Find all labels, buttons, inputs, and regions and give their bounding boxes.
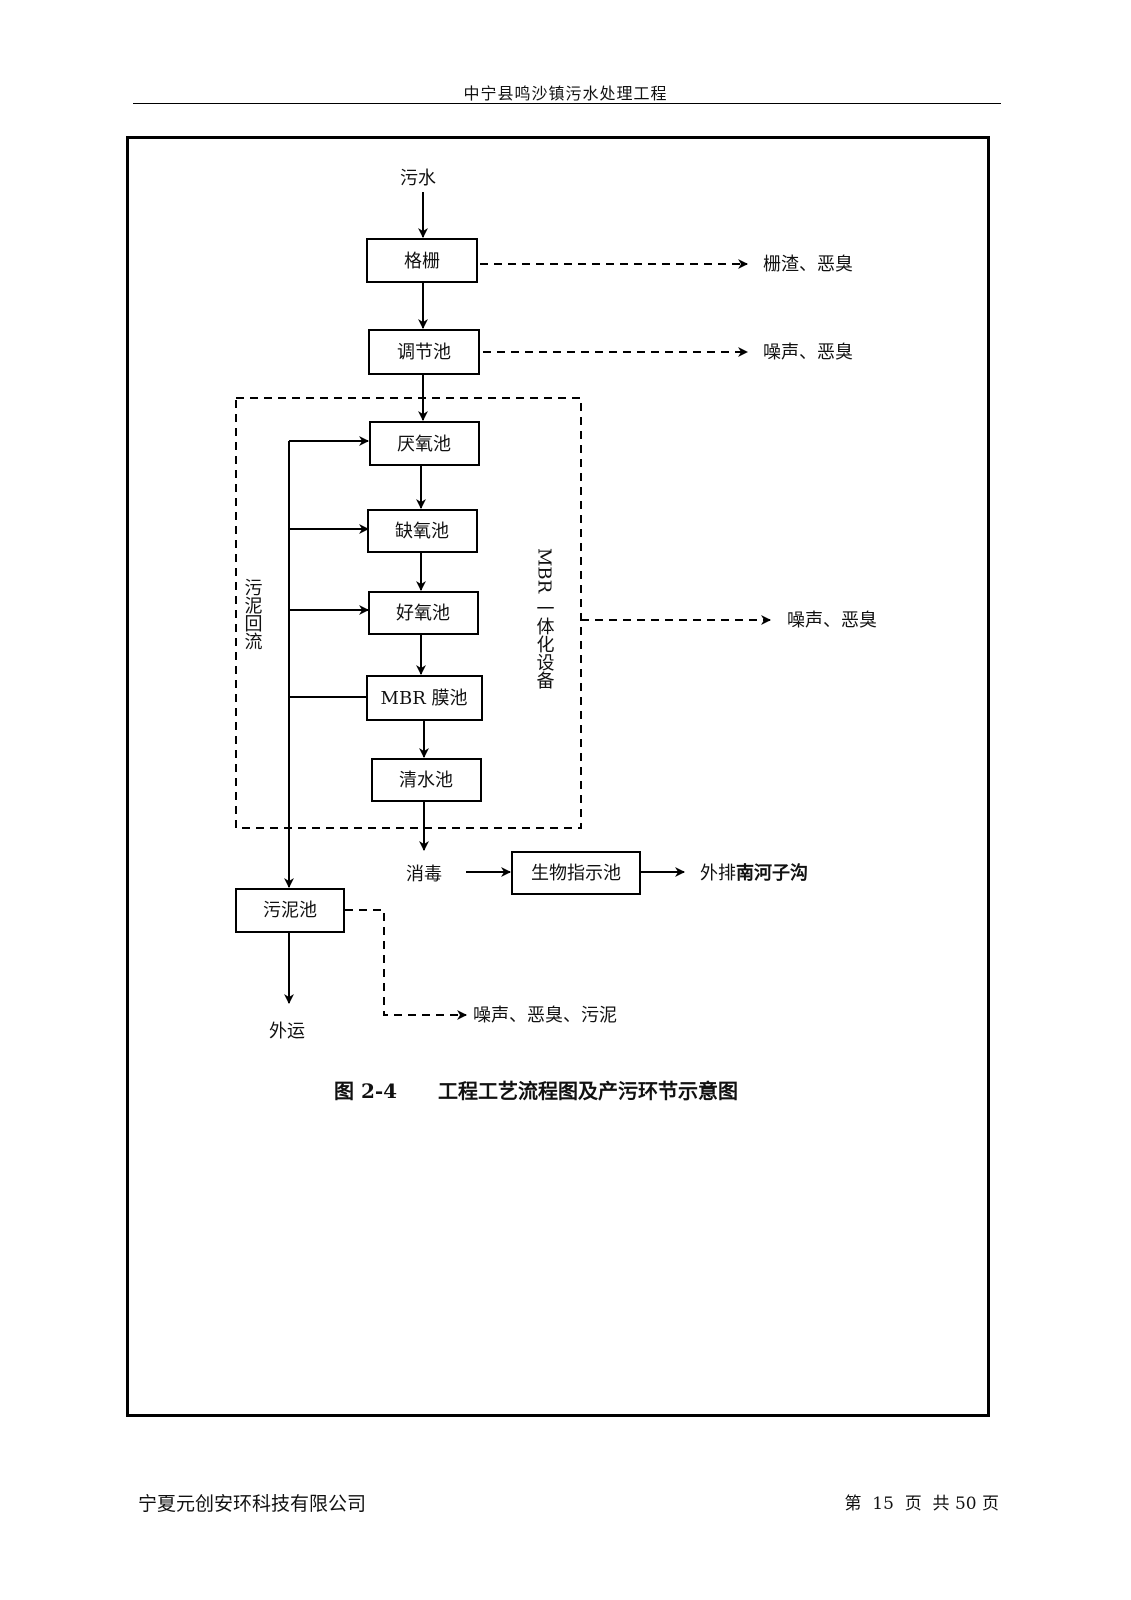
diagram-frame xyxy=(126,136,990,1417)
clear-box xyxy=(371,758,482,802)
anaerobic-label: 厌氧池 xyxy=(397,434,451,455)
aerobic-box xyxy=(368,591,479,635)
grille-label: 格栅 xyxy=(404,251,440,272)
dashed-sludge-output xyxy=(345,909,467,1020)
footer-page-number: 第 15 页 共 50 页 xyxy=(844,1494,1000,1514)
aerobic-label: 好氧池 xyxy=(396,603,450,624)
anaerobic-box xyxy=(369,421,480,466)
mbr-unit-output-label: 噪声、恶臭 xyxy=(787,610,877,631)
caption-number: 图 2-4 xyxy=(334,1079,397,1103)
anoxic-box xyxy=(367,509,478,553)
discharge-target: 南河子沟 xyxy=(736,862,808,884)
regulating-label: 调节池 xyxy=(397,342,451,363)
input-label: 污水 xyxy=(400,168,436,189)
mbr-label: MBR 膜池 xyxy=(381,688,468,709)
regulating-output-label: 噪声、恶臭 xyxy=(763,342,853,363)
bio-box xyxy=(511,851,641,895)
grille-output-label: 栅渣、恶臭 xyxy=(763,254,853,275)
sludge-output-label: 噪声、恶臭、污泥 xyxy=(473,1005,617,1026)
sludge-return-label: 污泥回流 xyxy=(242,578,263,650)
regulating-box xyxy=(368,329,480,375)
anoxic-label: 缺氧池 xyxy=(395,521,449,542)
clear-label: 清水池 xyxy=(399,770,453,791)
disinfect-label: 消毒 xyxy=(406,864,442,885)
haul-label: 外运 xyxy=(269,1021,305,1042)
mbr-unit-label: MBR 一体化设备 xyxy=(534,548,555,689)
mbr-box xyxy=(366,675,483,721)
discharge-prefix: 外排 xyxy=(700,863,736,884)
sludge-label: 污泥池 xyxy=(263,900,317,921)
sludge-box xyxy=(235,888,345,933)
header-rule xyxy=(133,103,1001,104)
bio-label: 生物指示池 xyxy=(531,863,621,884)
grille-box xyxy=(366,238,478,283)
mbr-unit-boundary xyxy=(235,397,582,829)
discharge-label: 外排南河子沟 xyxy=(700,862,808,884)
page-header-title: 中宁县鸣沙镇污水处理工程 xyxy=(463,84,668,103)
footer-company: 宁夏元创安环科技有限公司 xyxy=(138,1493,367,1515)
caption-text: 工程工艺流程图及产污环节示意图 xyxy=(438,1079,738,1103)
